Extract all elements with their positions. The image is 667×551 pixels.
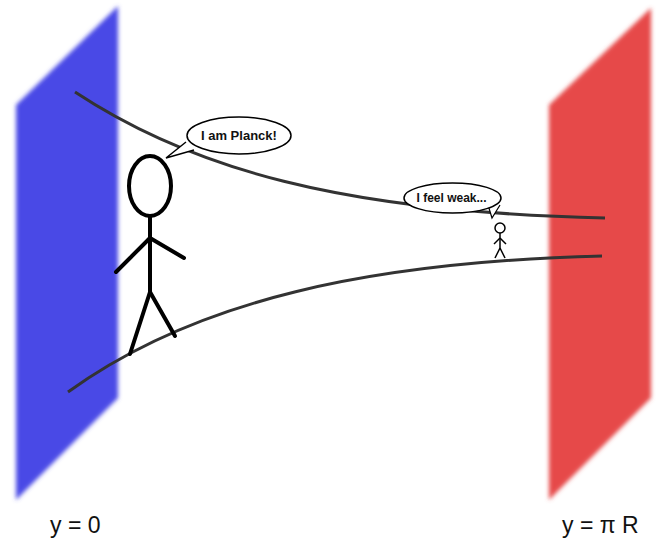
bubble-tail bbox=[166, 142, 194, 158]
speech-text: I feel weak... bbox=[417, 191, 488, 205]
speech-bubble: I feel weak... bbox=[408, 185, 497, 211]
speech-bubble: I am Planck! bbox=[191, 119, 287, 152]
speech-text: I am Planck! bbox=[201, 128, 277, 143]
bubble-ellipse bbox=[404, 183, 501, 213]
warp-curve bbox=[75, 92, 605, 218]
coordinate-label: y = π R bbox=[562, 512, 639, 539]
coordinate-label: y = 0 bbox=[50, 512, 101, 539]
brane-planck bbox=[16, 6, 118, 500]
big-stick-figure bbox=[116, 156, 184, 354]
brane-weak bbox=[549, 8, 651, 500]
small-stick-figure bbox=[494, 223, 506, 258]
bubble-ellipse bbox=[187, 117, 291, 154]
